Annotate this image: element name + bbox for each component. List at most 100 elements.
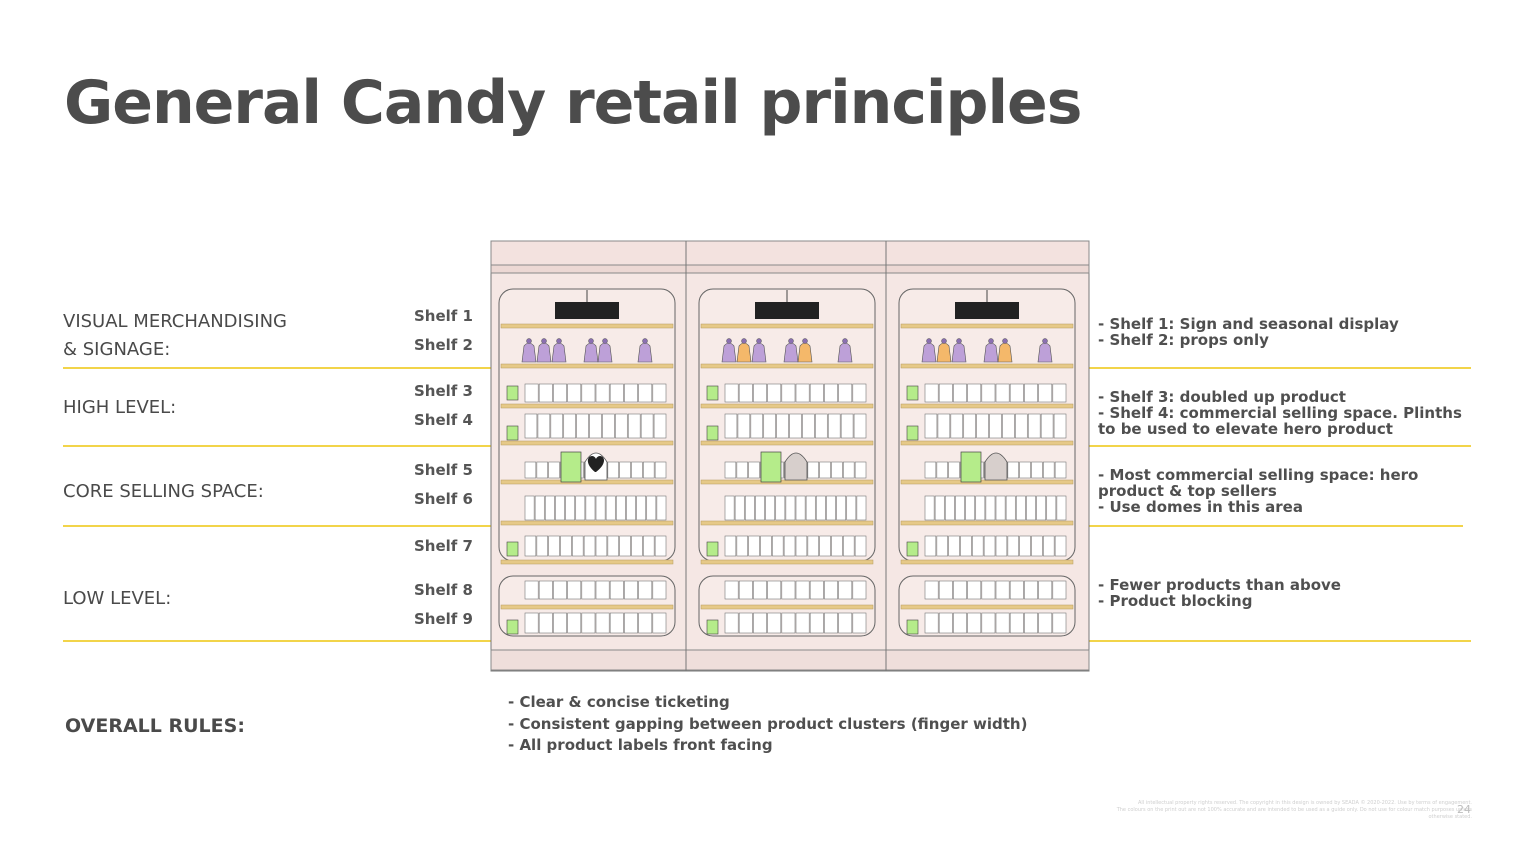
product-box <box>534 495 545 521</box>
product-box <box>537 413 551 439</box>
price-ticket <box>906 541 919 557</box>
product-box <box>944 495 955 521</box>
product-box <box>638 580 653 600</box>
product-box <box>924 461 937 479</box>
candy-jar-prop <box>583 342 599 363</box>
product-box <box>654 535 667 557</box>
product-box <box>795 495 806 521</box>
product-box <box>924 495 935 521</box>
product-box <box>955 495 965 521</box>
shelf-edge <box>900 479 1074 485</box>
product-box <box>538 612 553 634</box>
product-box <box>1054 535 1067 557</box>
shelf-label: Shelf 8 <box>414 581 473 599</box>
product-box <box>767 383 782 403</box>
shelf-label: Shelf 9 <box>414 610 473 628</box>
product-box <box>781 383 796 403</box>
candy-jar-prop <box>921 342 937 363</box>
shelf-label: Shelf 2 <box>414 336 473 354</box>
product-box <box>553 383 567 403</box>
jar-lid <box>941 338 947 344</box>
product-box <box>1043 461 1055 479</box>
product-box <box>724 383 739 403</box>
product-box <box>960 535 972 557</box>
product-box <box>627 413 641 439</box>
product-box <box>736 461 748 479</box>
product-box <box>983 535 996 557</box>
product-box <box>854 535 867 557</box>
product-box <box>853 413 867 439</box>
product-box <box>1019 535 1031 557</box>
product-box <box>995 495 1006 521</box>
product-box <box>536 461 548 479</box>
product-box <box>819 535 831 557</box>
product-box <box>838 383 853 403</box>
product-dome <box>984 452 1008 481</box>
jar-lid <box>1002 338 1008 344</box>
zone-label-high-level: HIGH LEVEL: <box>63 397 177 418</box>
product-box <box>807 535 819 557</box>
product-box <box>972 535 984 557</box>
hero-product-plinth <box>960 451 982 483</box>
product-box <box>938 612 953 634</box>
product-box <box>724 461 737 479</box>
product-box <box>809 580 824 600</box>
product-box <box>652 612 667 634</box>
product-box <box>1024 383 1038 403</box>
product-box <box>619 535 631 557</box>
product-box <box>1002 413 1015 439</box>
candy-jar-prop <box>551 342 567 363</box>
shelf-label: Shelf 5 <box>414 461 473 479</box>
product-box <box>652 580 667 600</box>
product-box <box>765 495 776 521</box>
product-box <box>646 495 657 521</box>
product-box <box>560 535 572 557</box>
jar-lid <box>526 338 532 344</box>
candy-jar-prop <box>951 342 967 363</box>
jar-lid <box>602 338 608 344</box>
product-box <box>819 461 831 479</box>
product-box <box>524 461 537 479</box>
product-box <box>524 413 538 439</box>
product-box <box>595 495 606 521</box>
product-box <box>938 383 953 403</box>
product-box <box>565 495 576 521</box>
product-box <box>967 383 982 403</box>
product-box <box>985 495 996 521</box>
product-box <box>605 495 616 521</box>
shelf-edge <box>500 403 674 409</box>
shelf-edge <box>700 520 874 526</box>
product-box <box>789 413 802 439</box>
product-box <box>809 612 824 634</box>
overall-rules-title: OVERALL RULES: <box>65 715 245 737</box>
shelf-label: Shelf 1 <box>414 307 473 325</box>
product-box <box>738 580 753 600</box>
product-box <box>595 580 610 600</box>
product-box <box>1009 383 1024 403</box>
product-box <box>755 495 765 521</box>
product-box <box>963 413 976 439</box>
product-box <box>724 612 739 634</box>
product-box <box>815 413 828 439</box>
product-box <box>550 413 564 439</box>
shelf-edge <box>500 559 674 565</box>
header-sign <box>755 302 819 319</box>
product-box <box>638 383 653 403</box>
product-box <box>965 495 976 521</box>
fixture-elevation-drawing <box>490 240 1090 672</box>
product-box <box>1007 461 1019 479</box>
header-sign <box>955 302 1019 319</box>
product-box <box>638 612 653 634</box>
product-box <box>1007 535 1019 557</box>
product-box <box>976 413 989 439</box>
product-box <box>734 495 745 521</box>
product-box <box>724 535 737 557</box>
header-sign <box>555 302 619 319</box>
candy-jar-prop <box>637 342 653 363</box>
product-box <box>609 383 624 403</box>
product-box <box>934 495 945 521</box>
price-ticket <box>906 619 919 635</box>
shelf-label: Shelf 7 <box>414 537 473 555</box>
candy-jar-prop <box>1037 342 1053 363</box>
candy-jar-prop <box>997 342 1013 363</box>
